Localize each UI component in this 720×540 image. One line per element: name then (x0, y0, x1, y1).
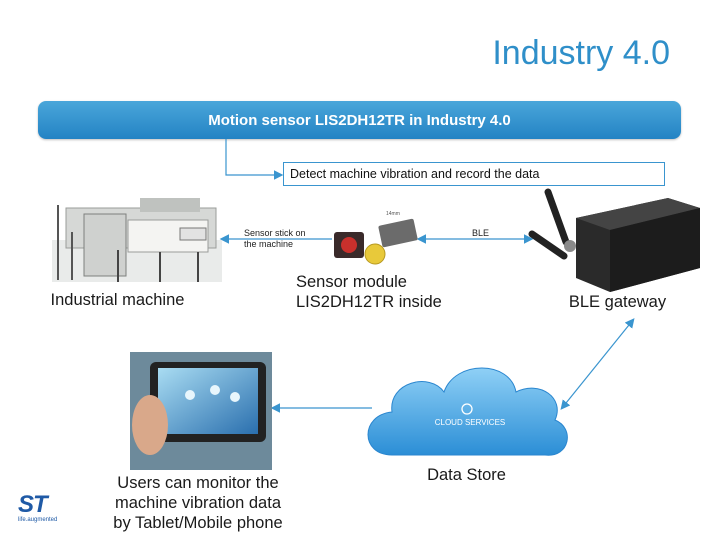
industrial-machine-image (52, 198, 222, 282)
banner: Motion sensor LIS2DH12TR in Industry 4.0 (38, 101, 681, 139)
gateway-cloud-arrow (560, 318, 635, 410)
sensor-module-label-line1: Sensor module (296, 273, 407, 291)
sensor-stick-label: Sensor stick on the machine (244, 228, 306, 250)
st-logo-tagline: life.augmented (18, 517, 58, 523)
banner-connector (225, 139, 284, 180)
sensor-stick-label-line2: the machine (244, 239, 294, 249)
cloud-services-text: CLOUD SERVICES (434, 418, 506, 427)
users-label: Users can monitor the machine vibration … (98, 473, 298, 533)
ble-gateway-image (528, 188, 700, 292)
users-label-line2: machine vibration data (114, 494, 281, 512)
st-logo-mark: ST (18, 491, 48, 518)
tablet-image (130, 352, 272, 470)
page-title: Industry 4.0 (492, 34, 670, 72)
svg-text:14mm: 14mm (386, 211, 400, 217)
ble-gateway-label: BLE gateway (568, 293, 667, 311)
data-store-label: Data Store (427, 466, 506, 484)
detect-box: Detect machine vibration and record the … (283, 162, 665, 186)
sensor-module-image: 14mm (334, 211, 418, 265)
ble-label: BLE (472, 228, 490, 238)
sensor-module-label-line2: LIS2DH12TR inside (296, 293, 442, 311)
users-label-line3: by Tablet/Mobile phone (113, 514, 283, 532)
sensor-module-label: Sensor module LIS2DH12TR inside (296, 272, 476, 312)
cloud-image (367, 367, 568, 456)
industrial-machine-label: Industrial machine (50, 291, 185, 309)
st-logo: ST life.augmented (18, 493, 78, 529)
users-label-line1: Users can monitor the (117, 474, 279, 492)
sensor-stick-label-line1: Sensor stick on (244, 228, 306, 238)
